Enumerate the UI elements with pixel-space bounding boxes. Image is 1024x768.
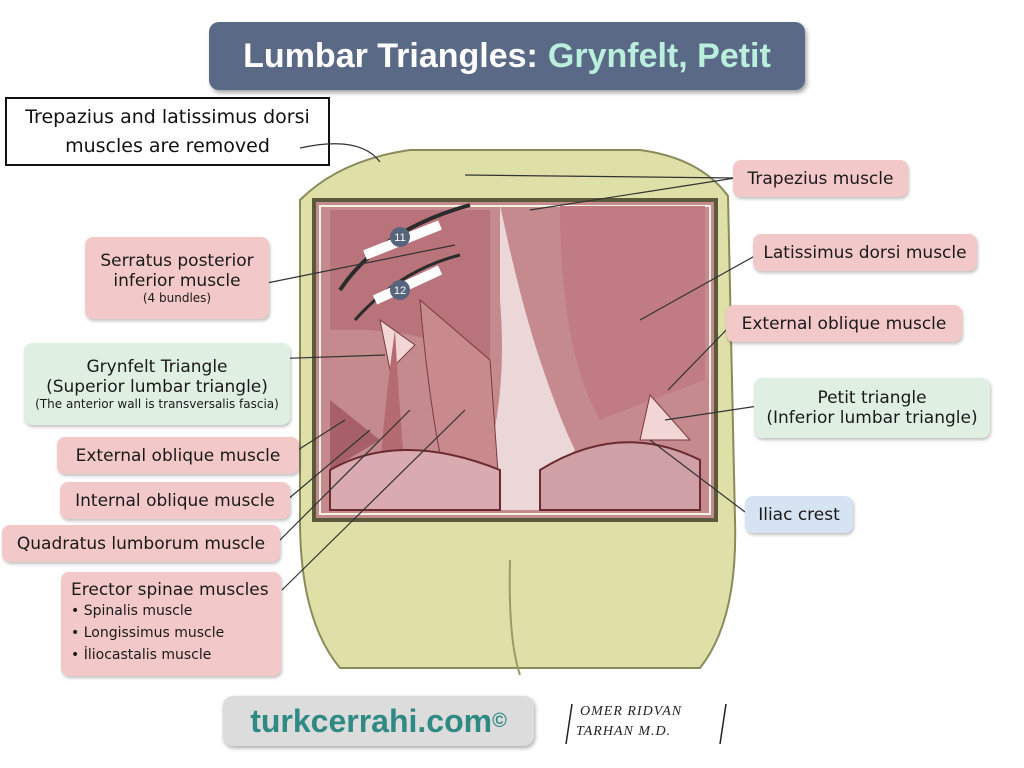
erector-item-1-text: Spinalis muscle (83, 603, 193, 619)
rib-12 (353, 253, 461, 322)
brand-text: turkcerrahi.com (250, 702, 493, 739)
label-serratus-line-3: (4 bundles) (142, 291, 212, 305)
label-grynfelt-triangle: Grynfelt Triangle (Superior lumbar trian… (24, 343, 290, 425)
label-quadratus-lumborum: Quadratus lumborum muscle (2, 525, 280, 562)
erector-item-2-text: Longissimus muscle (83, 625, 225, 641)
title-highlight: Grynfelt, Petit (547, 36, 771, 75)
erector-item-2: • Longissimus muscle (71, 625, 225, 641)
label-trapezius-text: Trapezius muscle (747, 168, 894, 189)
leader-trapezius-1 (464, 174, 736, 179)
label-external-oblique-left: External oblique muscle (57, 437, 299, 474)
label-trapezius: Trapezius muscle (733, 160, 908, 197)
page-title: Lumbar Triangles: Grynfelt, Petit (209, 22, 805, 90)
label-external-oblique-right: External oblique muscle (726, 305, 962, 342)
leader-quadratus (277, 409, 411, 543)
label-iliac-crest: Iliac crest (745, 496, 853, 533)
leader-iliac (649, 439, 746, 513)
leader-erector (281, 409, 466, 591)
label-serratus-line-1: Serratus posterior (100, 251, 254, 271)
leader-ext-oblique-left (289, 419, 346, 456)
leader-ext-oblique-right (667, 322, 734, 391)
label-latissimus-text: Latissimus dorsi muscle (763, 242, 967, 263)
erector-item-1: • Spinalis muscle (71, 603, 193, 619)
label-erector-title: Erector spinae muscles (71, 580, 269, 600)
title-main: Lumbar Triangles: (243, 36, 538, 75)
leader-serratus (261, 244, 456, 285)
erector-item-3: • İliocastalis muscle (71, 647, 212, 663)
right-gluteal-muscle (539, 441, 701, 511)
label-petit-line-2: (Inferior lumbar triangle) (766, 408, 978, 428)
leader-int-oblique (286, 429, 371, 501)
leader-latissimus (639, 252, 761, 321)
signature-line-2: TARHAN M.D. (576, 724, 672, 739)
quadratus-lumborum (380, 330, 405, 470)
leader-trapezius-2 (529, 177, 736, 211)
label-grynfelt-line-1: Grynfelt Triangle (86, 357, 228, 377)
label-petit-line-1: Petit triangle (817, 388, 927, 408)
rib-marker-12: 12 (394, 285, 406, 297)
removed-muscles-note: Trepazius and latissimus dorsi muscles a… (5, 97, 330, 166)
note-line-1: Trepazius and latissimus dorsi (25, 105, 310, 128)
thoracolumbar-fascia (470, 205, 575, 510)
label-external-oblique-left-text: External oblique muscle (75, 445, 281, 466)
author-signature: OMER RIDVAN TARHAN M.D. (562, 702, 732, 746)
label-serratus-line-2: inferior muscle (113, 271, 241, 291)
brand-watermark: turkcerrahi.com© (223, 696, 534, 746)
erector-item-3-text: İliocastalis muscle (83, 647, 212, 663)
label-petit-triangle: Petit triangle (Inferior lumbar triangle… (754, 378, 990, 438)
signature-line-1: OMER RIDVAN (580, 704, 683, 719)
label-external-oblique-right-text: External oblique muscle (741, 313, 947, 334)
rib-marker-11: 11 (394, 232, 405, 244)
grynfelt-triangle (379, 318, 416, 372)
label-internal-oblique: Internal oblique muscle (60, 482, 290, 519)
label-grynfelt-line-2: (Superior lumbar triangle) (46, 377, 268, 397)
label-internal-oblique-text: Internal oblique muscle (75, 490, 275, 511)
label-quadratus-text: Quadratus lumborum muscle (16, 533, 266, 554)
label-latissimus: Latissimus dorsi muscle (753, 234, 977, 271)
gluteal-cleft (508, 559, 521, 676)
label-serratus-posterior: Serratus posterior inferior muscle (4 bu… (85, 237, 269, 319)
brand-copyright: © (492, 709, 507, 732)
label-grynfelt-line-3: (The anterior wall is transversalis fasc… (35, 397, 279, 411)
leader-note (299, 143, 381, 163)
left-gluteal-muscle (329, 449, 501, 511)
petit-triangle (639, 393, 692, 441)
note-line-2: muscles are removed (65, 134, 270, 157)
latissimus-region (560, 206, 705, 420)
label-iliac-crest-text: Iliac crest (758, 504, 840, 525)
label-erector-spinae: Erector spinae muscles • Spinalis muscle… (61, 572, 281, 676)
